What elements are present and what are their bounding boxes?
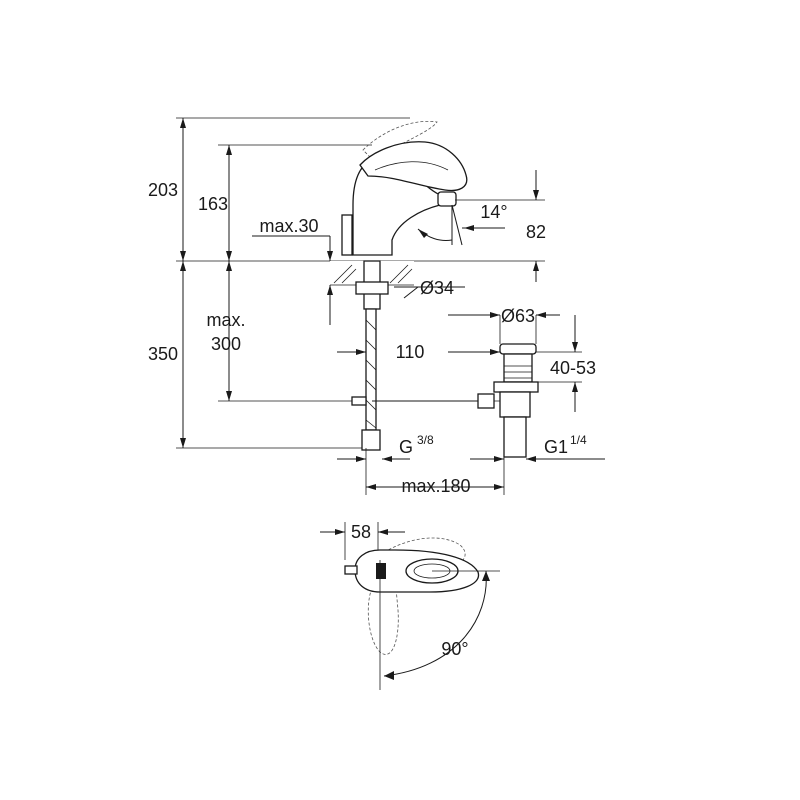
waste-valve	[351, 343, 539, 458]
dim-90deg: 90°	[383, 570, 500, 680]
dim-max180: max.180	[366, 476, 504, 496]
plan-view: 58 90°	[320, 522, 500, 690]
faucet-body	[341, 120, 468, 451]
elevation-view: 203 163 350 max. 300	[148, 117, 605, 496]
label-90deg: 90°	[441, 639, 468, 659]
label-max: max.	[206, 310, 245, 330]
dim-40-53: 40-53	[536, 315, 596, 412]
dim-g114: G1 1/4	[470, 433, 605, 495]
label-110: 110	[396, 342, 425, 362]
dim-g38: G 3/8	[337, 433, 434, 495]
label-g-frac: 3/8	[417, 433, 434, 447]
label-350: 350	[148, 344, 178, 364]
dim-max30: max.30	[252, 216, 333, 325]
dim-max300: max. 300	[206, 261, 246, 401]
dim-350: 350	[148, 261, 186, 448]
label-163: 163	[198, 194, 228, 214]
label-max180: max.180	[401, 476, 470, 496]
label-40-53: 40-53	[550, 358, 596, 378]
label-300: 300	[211, 334, 241, 354]
label-g1: G1	[544, 437, 568, 457]
label-14deg: 14°	[480, 202, 507, 222]
dim-110: 110	[337, 342, 500, 362]
label-g: G	[399, 437, 413, 457]
dim-82: 82	[455, 170, 546, 282]
dim-d63: Ø63	[448, 306, 560, 344]
label-58: 58	[351, 522, 371, 542]
label-82: 82	[526, 222, 546, 242]
dim-58: 58	[320, 522, 405, 560]
label-g1-frac: 1/4	[570, 433, 587, 447]
dim-d34: Ø34	[394, 278, 465, 299]
label-d34: Ø34	[420, 278, 454, 298]
dim-163: 163	[198, 145, 232, 261]
label-203: 203	[148, 180, 178, 200]
dim-203: 203	[148, 118, 186, 261]
label-max30: max.30	[259, 216, 318, 236]
dim-14deg: 14°	[417, 202, 508, 246]
label-d63: Ø63	[501, 306, 535, 326]
